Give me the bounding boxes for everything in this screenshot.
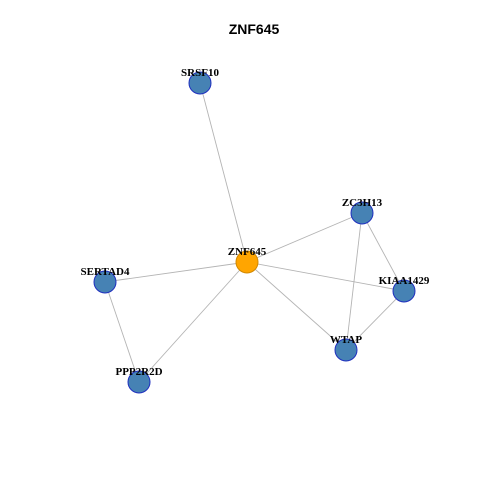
edge-znf645-srsf10 (199, 82, 248, 263)
edge-znf645-wtap (246, 261, 347, 351)
node-label-kiaa1429: KIAA1429 (379, 275, 430, 287)
edge-znf645-kiaa1429 (246, 261, 405, 292)
edge-kiaa1429-wtap (345, 290, 405, 351)
edge-zc3h13-wtap (345, 212, 363, 351)
graph-title: ZNF645 (228, 21, 280, 37)
nodes-layer (93, 71, 416, 394)
node-sertad4 (93, 270, 117, 294)
node-label-sertad4: SERTAD4 (81, 266, 130, 278)
node-zc3h13 (350, 201, 374, 225)
edge-sertad4-ppp2r2d (104, 281, 140, 383)
edges-layer (104, 82, 405, 383)
node-ppp2r2d (127, 370, 151, 394)
edge-znf645-sertad4 (104, 261, 248, 283)
node-wtap (334, 338, 358, 362)
node-kiaa1429 (392, 279, 416, 303)
node-label-ppp2r2d: PPP2R2D (115, 366, 162, 378)
node-label-zc3h13: ZC3H13 (342, 197, 383, 209)
node-label-znf645: ZNF645 (228, 246, 267, 258)
node-znf645 (235, 250, 259, 274)
edge-znf645-zc3h13 (246, 212, 363, 263)
edge-znf645-ppp2r2d (138, 261, 248, 383)
node-srsf10 (188, 71, 212, 95)
node-label-srsf10: SRSF10 (181, 67, 219, 79)
node-label-wtap: WTAP (330, 334, 362, 346)
edge-zc3h13-kiaa1429 (361, 212, 405, 292)
